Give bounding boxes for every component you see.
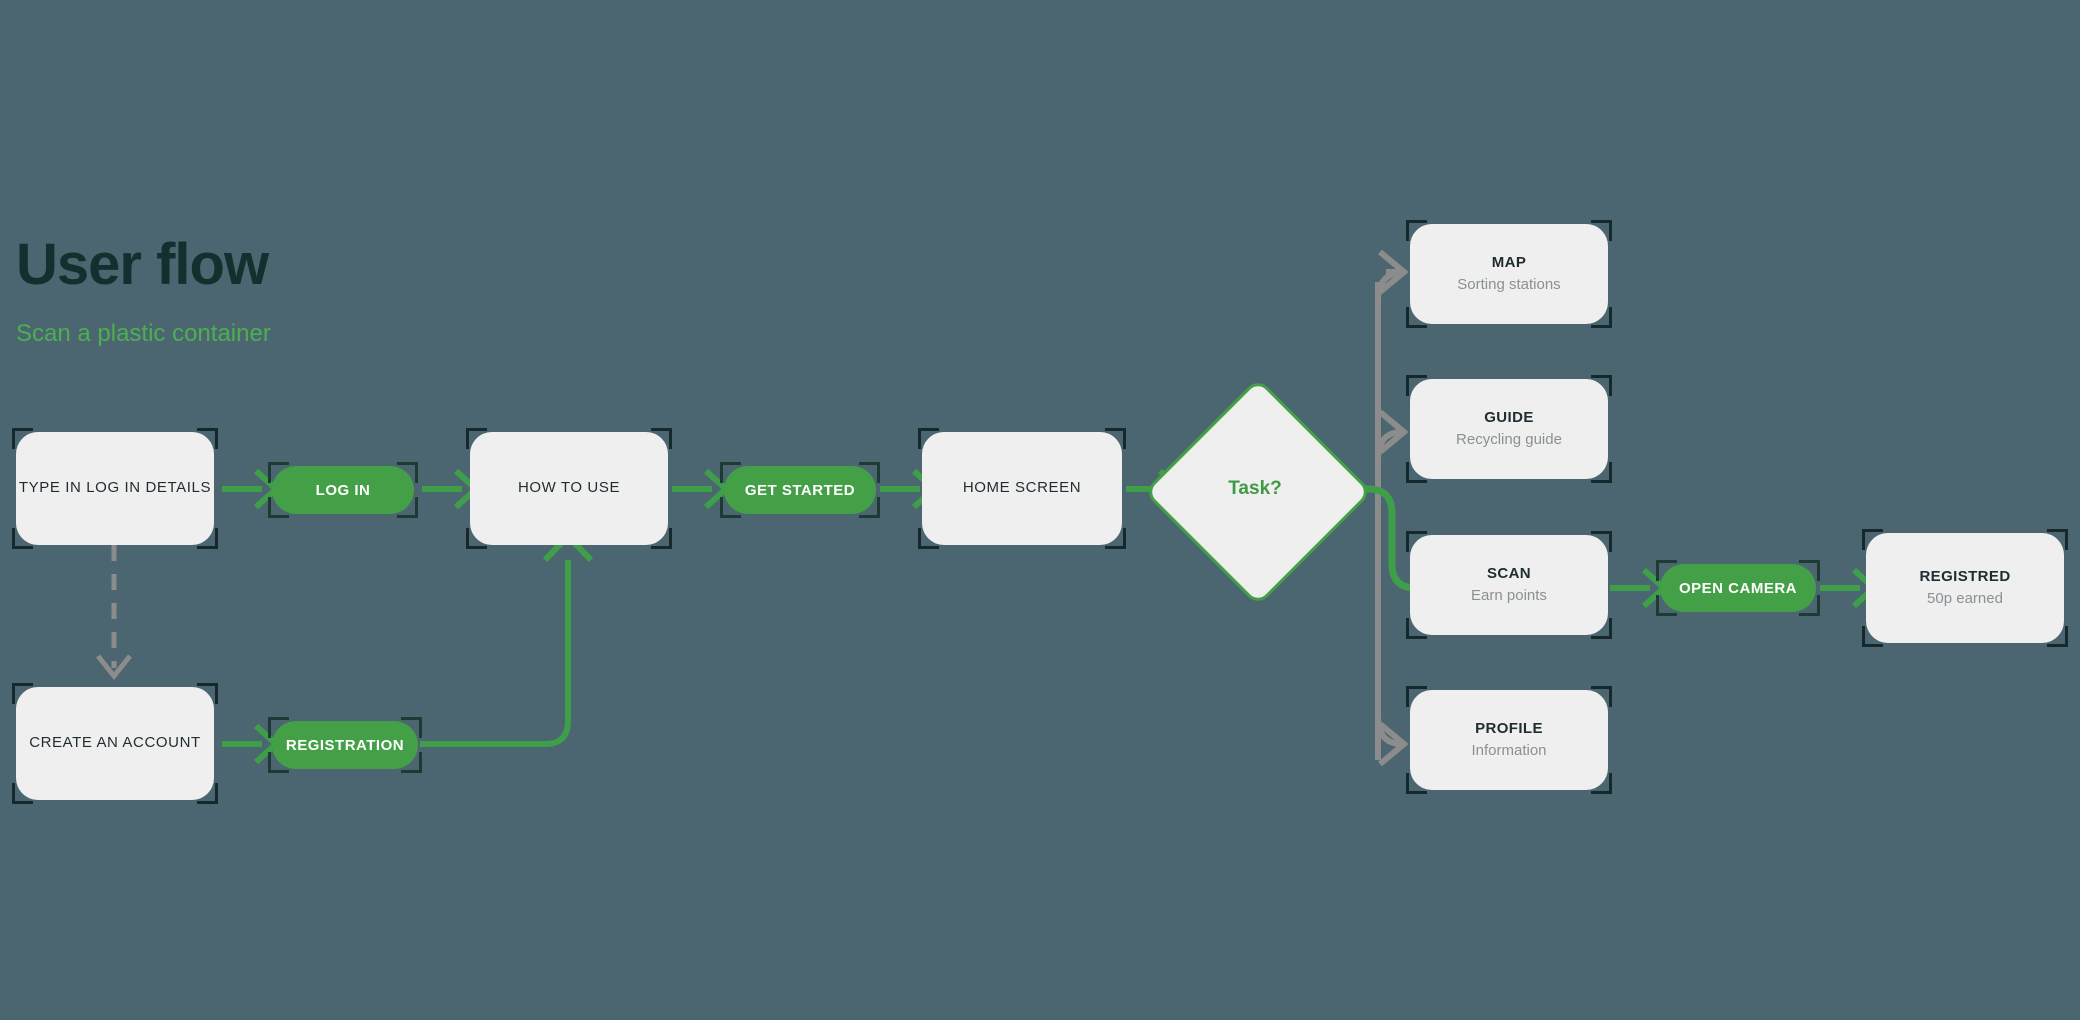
connector-task-profile [1375, 715, 1409, 767]
connector-task-map [1375, 249, 1409, 301]
node-profile[interactable]: PROFILE Information [1406, 686, 1612, 794]
node-label: GET STARTED [744, 481, 856, 499]
node-label: SCAN [1486, 564, 1532, 582]
page-title: User flow [16, 232, 269, 297]
node-label: LOG IN [315, 481, 371, 499]
node-label: OPEN CAMERA [1678, 579, 1797, 597]
node-how-to-use[interactable]: HOW TO USE [466, 428, 672, 549]
node-sublabel: Earn points [1471, 586, 1547, 604]
connector-typein-createaccount [96, 545, 132, 681]
node-label: CREATE AN ACCOUNT [29, 734, 201, 752]
node-create-an-account[interactable]: CREATE AN ACCOUNT [12, 683, 218, 804]
node-map[interactable]: MAP Sorting stations [1406, 220, 1612, 328]
node-label: REGISTRATION [285, 736, 405, 754]
page-subtitle: Scan a plastic container [16, 320, 271, 347]
node-get-started[interactable]: GET STARTED [720, 462, 880, 518]
node-label: MAP [1491, 253, 1527, 271]
node-log-in[interactable]: LOG IN [268, 462, 418, 518]
node-label: GUIDE [1484, 408, 1534, 426]
node-guide[interactable]: GUIDE Recycling guide [1406, 375, 1612, 483]
node-label: HOME SCREEN [962, 479, 1082, 497]
node-type-in-log-in-details[interactable]: TYPE IN LOG IN DETAILS [12, 428, 218, 549]
node-home-screen[interactable]: HOME SCREEN [918, 428, 1126, 549]
connector-registration-howtouse [420, 531, 594, 747]
node-open-camera[interactable]: OPEN CAMERA [1656, 560, 1820, 616]
node-task-decision[interactable]: Task? [1143, 377, 1373, 607]
connector-task-guide [1375, 409, 1409, 461]
node-sublabel: Information [1471, 741, 1547, 759]
node-scan[interactable]: SCAN Earn points [1406, 531, 1612, 639]
node-label: PROFILE [1475, 719, 1543, 737]
node-label: HOW TO USE [517, 479, 621, 497]
node-registration[interactable]: REGISTRATION [268, 717, 422, 773]
node-sublabel: Recycling guide [1456, 430, 1562, 448]
node-registred[interactable]: REGISTRED 50p earned [1862, 529, 2068, 647]
node-label: TYPE IN LOG IN DETAILS [18, 479, 212, 497]
node-label: REGISTRED [1919, 567, 2011, 585]
node-sublabel: Sorting stations [1457, 275, 1561, 293]
node-sublabel: 50p earned [1927, 589, 2003, 607]
node-label: Task? [1228, 478, 1282, 499]
connector-task-branch-spine [1375, 282, 1381, 760]
